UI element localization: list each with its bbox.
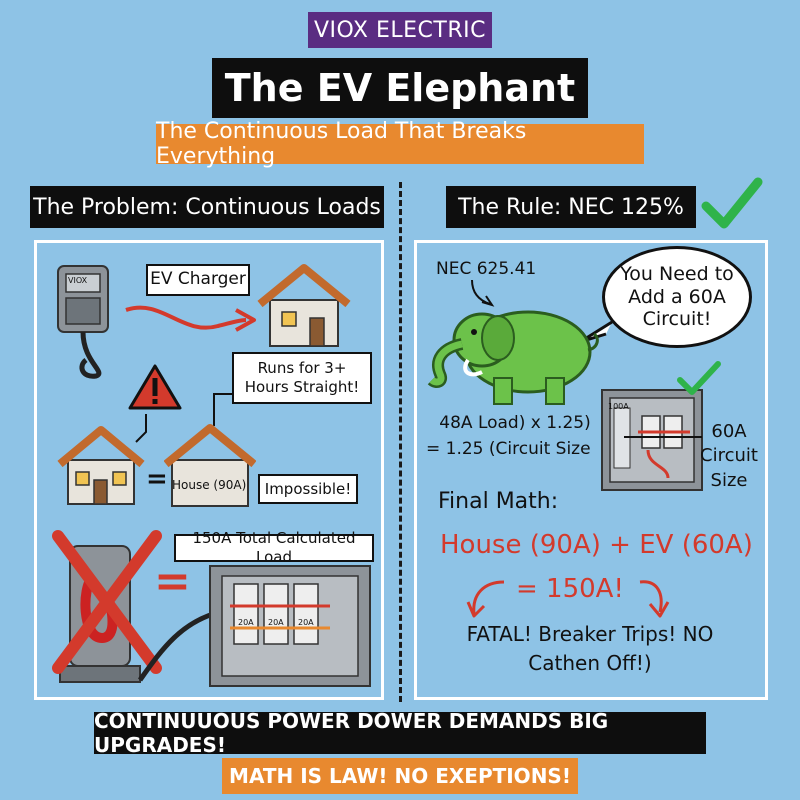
total-load-label: 150A Total Calculated Load — [174, 529, 374, 566]
footer-banner: CONTINUUOUS POWER DOWER DEMANDS BIG UPGR… — [94, 709, 706, 757]
section-divider — [399, 182, 402, 702]
final-math-label: Final Math: — [438, 489, 559, 514]
house-icon — [57, 426, 145, 505]
calc-line-1: 48A Load) x 1.25) — [439, 413, 591, 433]
right-section-heading: The Rule: NEC 125% — [446, 186, 696, 228]
page-title: The EV Elephant — [212, 58, 588, 118]
curved-arrow-icon — [466, 580, 505, 618]
ev-charger-label: EV Charger — [146, 264, 250, 296]
speech-bubble: You Need to Add a 60A Circuit! — [602, 246, 752, 348]
result-value: = 150A! — [516, 574, 624, 604]
ev-charger-icon — [57, 265, 109, 379]
footer-tagline: MATH IS LAW! NO EXEPTIONS! — [222, 758, 578, 794]
brand-badge: VIOX ELECTRIC — [308, 12, 492, 48]
check-icon — [677, 361, 721, 395]
check-icon — [701, 177, 763, 229]
house-icon — [257, 264, 351, 347]
breaker-label: 20A — [268, 618, 284, 627]
left-panel — [34, 240, 384, 700]
circuit-size-label: 60A Circuit Size — [700, 421, 758, 491]
breaker-label: 20A — [238, 618, 254, 627]
runs-label: Runs for 3+ Hours Straight! — [232, 352, 372, 404]
red-equals-sign: = — [154, 556, 191, 607]
calc-line-2: = 1.25 (Circuit Size — [426, 439, 591, 459]
red-arrow-icon — [125, 305, 256, 332]
crossed-pump-icon — [52, 530, 162, 683]
callout-line — [135, 414, 147, 443]
breaker-panel-icon — [137, 565, 371, 687]
house-icon — [164, 424, 256, 507]
equals-sign: = — [146, 464, 168, 494]
warning-icon — [128, 364, 182, 410]
final-equation: House (90A) + EV (60A) — [440, 530, 753, 560]
panel-rating-label: 100A — [608, 402, 629, 411]
house-load-label: House (90A) — [172, 478, 247, 492]
right-panel — [414, 240, 768, 700]
impossible-label: Impossible! — [258, 474, 358, 504]
elephant-icon — [427, 310, 599, 405]
page-subtitle: The Continuous Load That Breaks Everythi… — [156, 119, 644, 169]
callout-line — [213, 393, 234, 426]
left-section-heading: The Problem: Continuous Loads — [30, 186, 384, 228]
breaker-panel-icon — [601, 389, 703, 491]
nec-code-label: NEC 625.41 — [436, 259, 537, 279]
breaker-label: 20A — [298, 618, 314, 627]
callout-line — [624, 436, 702, 438]
curved-arrow-icon — [639, 580, 670, 618]
fatal-text: FATAL! Breaker Trips! NO Cathen Off!) — [466, 622, 714, 675]
callout-arrow — [471, 279, 495, 307]
charger-screen-text: VIOX — [68, 276, 88, 285]
